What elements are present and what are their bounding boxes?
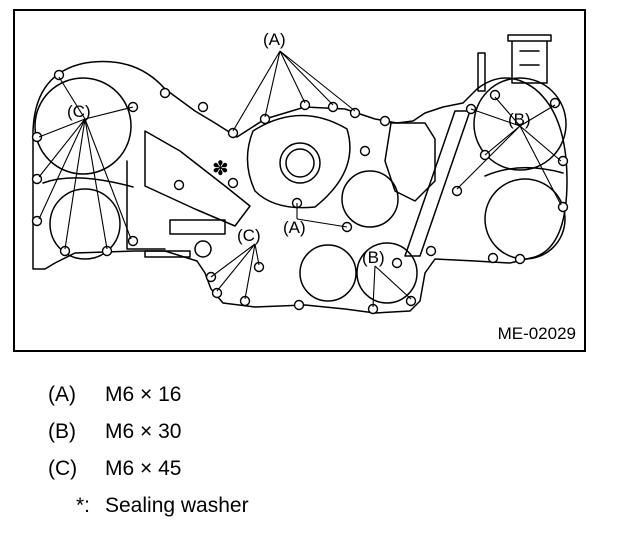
callout-star: ✽ (212, 158, 229, 180)
lower-right-opening (356, 242, 418, 304)
right-cam-cover (473, 77, 567, 171)
crank-pulley-seat (279, 142, 321, 184)
legend-value: Sealing washer (105, 494, 249, 517)
bolt-heads (31, 69, 569, 315)
cover-outline (32, 60, 568, 314)
left-lower-pulley (49, 188, 121, 260)
callout-c-lower: (C) (237, 226, 261, 245)
diagram-frame: (A) (A) (B) (B) (C) (C) ✽ ME-02029 (13, 9, 586, 352)
right-lower-pulley (484, 178, 566, 260)
figure-id: ME-02029 (497, 324, 576, 343)
timing-belt-cover-drawing: (A) (A) (B) (B) (C) (C) ✽ (31, 30, 569, 315)
legend-key: (C) (48, 457, 78, 480)
legend-key: (B) (48, 420, 76, 443)
callout-c-left: (C) (67, 102, 91, 121)
callout-leaders (38, 50, 562, 308)
legend-key: (A) (48, 383, 76, 406)
filler-neck (507, 34, 552, 84)
left-cam-cover (34, 77, 132, 175)
callout-b-right: (B) (508, 110, 531, 129)
legend-value: M6 × 45 (105, 457, 182, 480)
callout-b-lower: (B) (362, 248, 385, 267)
legend-value: M6 × 16 (105, 383, 182, 406)
callout-a-top: (A) (263, 30, 286, 49)
legend-key: *: (75, 494, 90, 517)
callout-a-center: (A) (283, 218, 306, 237)
legend-value: M6 × 30 (105, 420, 182, 443)
